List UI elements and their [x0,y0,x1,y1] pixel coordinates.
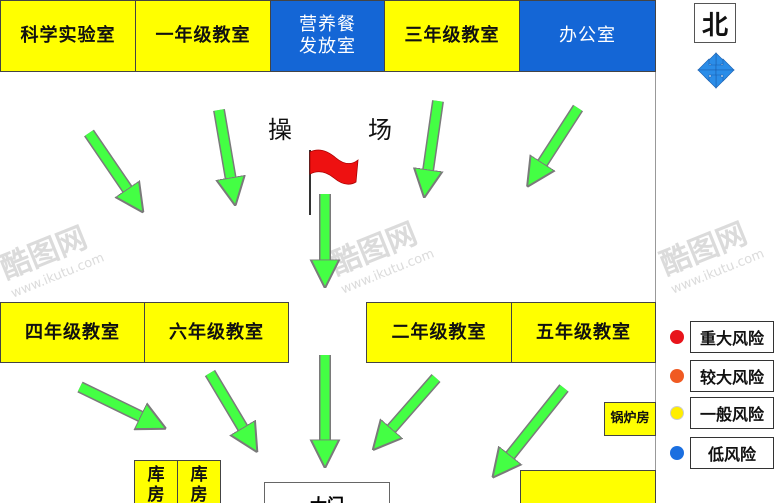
legend-dot-major [670,330,684,344]
room-grade-1: 一年级教室 [135,0,271,72]
room-grade-3: 三年级教室 [384,0,520,72]
room-boiler: 锅炉房 [604,402,656,436]
room-storage-2: 库房 [177,460,221,503]
room-grade-4: 四年级教室 [0,302,145,363]
arrow [206,370,247,435]
legend-item-low: 低风险 [690,437,774,469]
north-label: 北 [694,3,736,43]
legend-item-general: 一般风险 [690,397,774,429]
legend-dot-low [670,446,684,460]
legend-dot-general [670,406,684,420]
legend-dot-significant [670,369,684,383]
room-grade-6: 六年级教室 [144,302,289,363]
flag-icon [309,149,359,215]
main-gate: 大门 [264,482,390,503]
map-border [655,0,656,503]
room-grade-2: 二年级教室 [366,302,512,363]
arrow [386,375,440,435]
room-bottom-right [520,470,656,503]
arrow [505,385,568,462]
room-meal-distribution: 营养餐 发放室 [270,0,385,72]
arrow [427,100,438,178]
playground-label-1: 操 [268,116,292,144]
arrow [538,105,582,170]
arrow [214,109,232,186]
room-grade-5: 五年级教室 [511,302,656,363]
arrow [85,130,132,196]
legend-item-significant: 较大风险 [690,360,774,392]
room-storage-1: 库房 [134,460,178,503]
arrow [78,382,148,420]
arrows [78,100,582,462]
room-science-lab: 科学实验室 [0,0,136,72]
room-office: 办公室 [519,0,656,72]
playground-label-2: 场 [368,116,392,144]
legend-item-major: 重大风险 [690,321,774,353]
compass-arrows-icon [697,52,735,89]
